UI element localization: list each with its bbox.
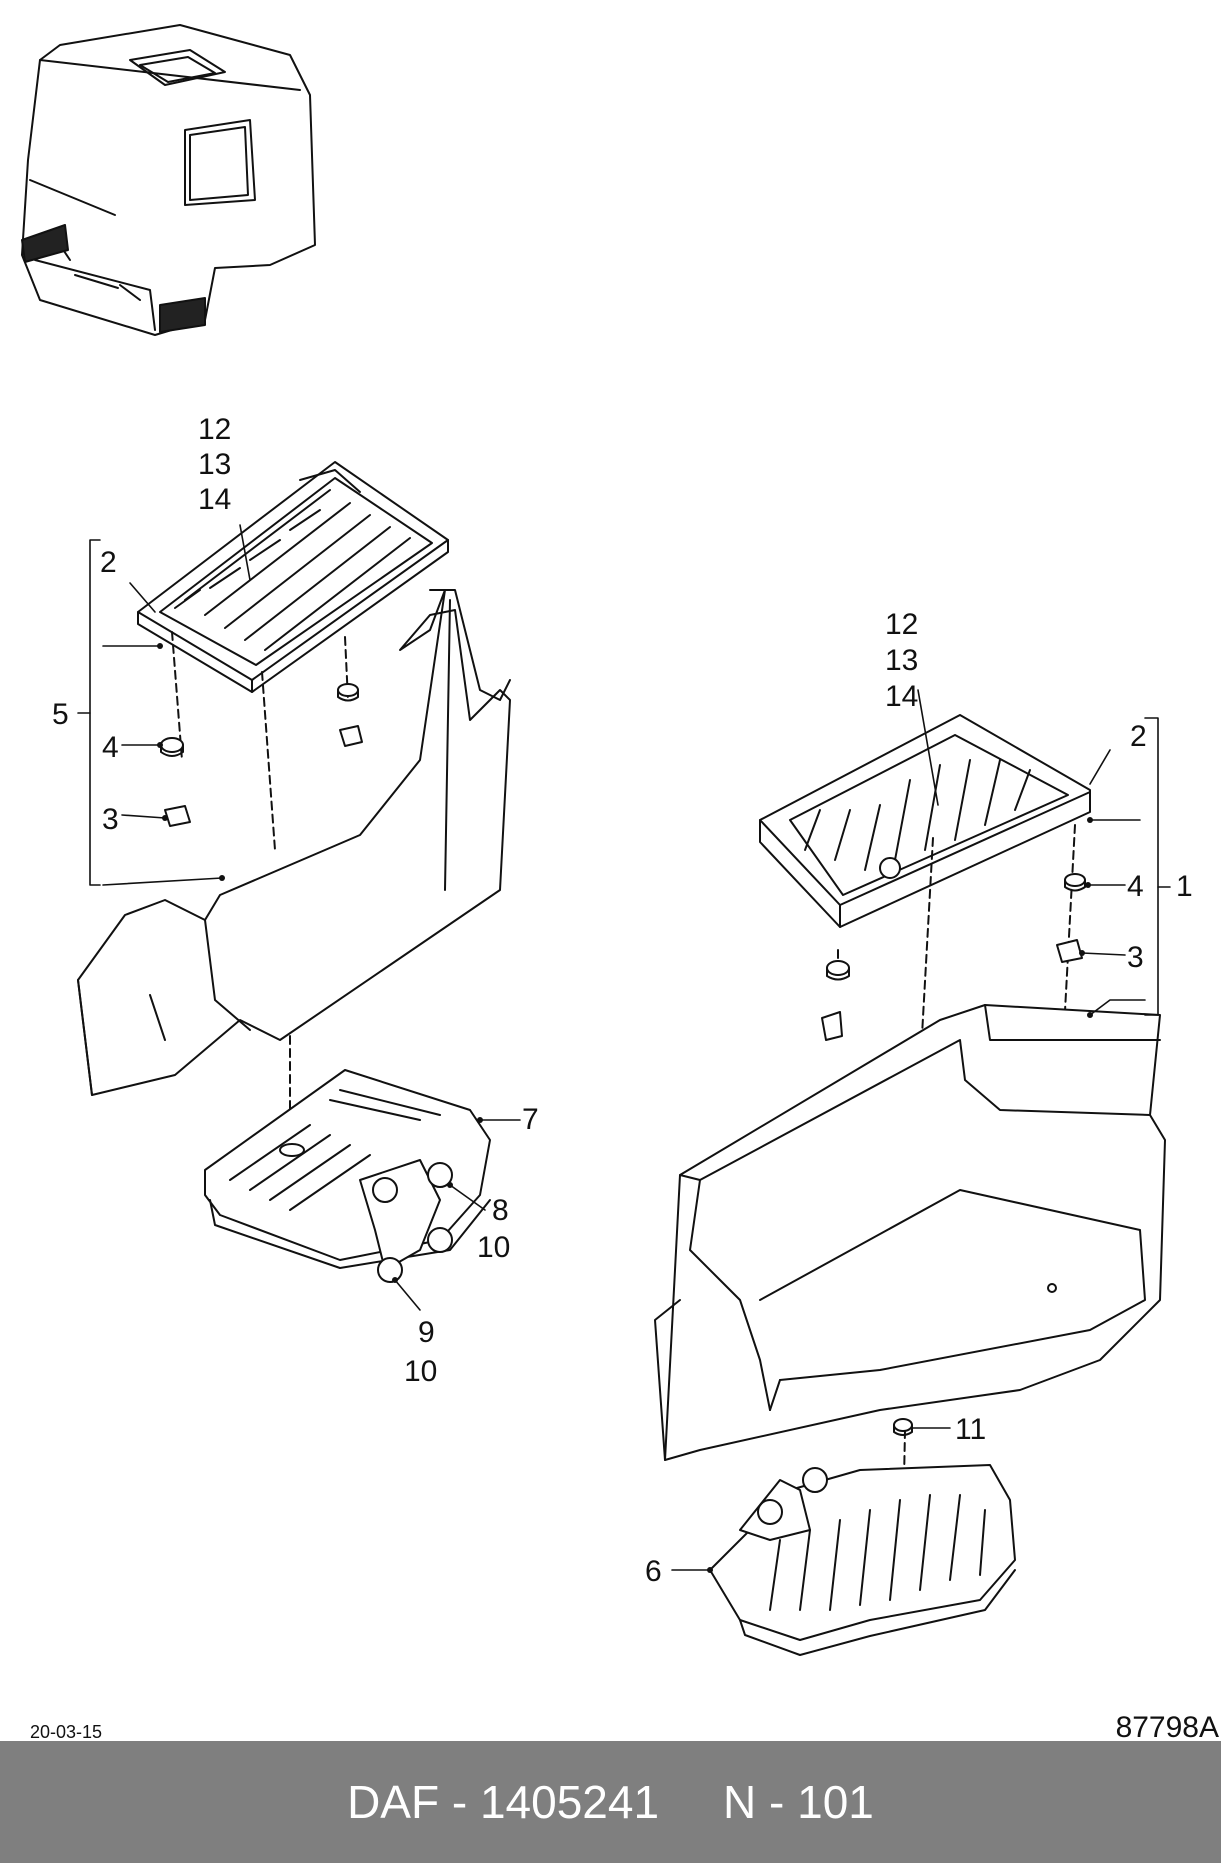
callout-dots <box>157 643 1093 1573</box>
left-fasteners <box>160 683 363 827</box>
callout-left-7: 7 <box>522 1103 539 1136</box>
callout-left-2: 2 <box>100 546 117 579</box>
callout-right-3: 3 <box>1127 941 1144 974</box>
callout-right-6: 6 <box>645 1555 662 1588</box>
callout-right-12: 12 <box>885 608 919 641</box>
date-code: 20-03-15 <box>30 1722 103 1742</box>
callout-left-9: 9 <box>418 1316 435 1349</box>
drawing-reference: 87798A <box>1115 1711 1219 1744</box>
cab-locator-thumbnail <box>21 24 316 336</box>
callout-right-1: 1 <box>1176 870 1193 903</box>
right-lower-step <box>709 1464 1016 1656</box>
callout-right-11: 11 <box>955 1413 987 1446</box>
callout-right-13: 13 <box>885 644 919 677</box>
right-fasteners <box>821 873 1086 1436</box>
right-step-tread <box>759 714 1091 928</box>
part-number-label: DAF - 1405241 <box>347 1776 660 1828</box>
right-step-housing <box>654 1004 1166 1461</box>
callout-left-14: 14 <box>198 483 232 516</box>
footer-bar: DAF - 1405241 N - 101 <box>0 1741 1221 1863</box>
callout-right-2: 2 <box>1130 720 1147 753</box>
callout-left-8: 8 <box>492 1194 509 1227</box>
callout-left-4: 4 <box>102 731 119 764</box>
callout-left-10b: 10 <box>404 1355 438 1388</box>
callout-right-14: 14 <box>885 680 919 713</box>
exploded-parts-diagram <box>21 24 1171 1656</box>
page-label: N - 101 <box>723 1776 874 1828</box>
callout-left-3: 3 <box>102 803 119 836</box>
callout-left-13: 13 <box>198 448 232 481</box>
callout-leaders <box>77 524 1171 1571</box>
callout-left-5: 5 <box>52 698 69 731</box>
callout-right-4: 4 <box>1127 870 1144 903</box>
left-lower-step <box>204 1069 491 1283</box>
left-step-housing <box>77 589 511 1096</box>
left-step-tread <box>137 461 449 693</box>
callout-left-12: 12 <box>198 413 232 446</box>
callout-left-10a: 10 <box>477 1231 511 1264</box>
